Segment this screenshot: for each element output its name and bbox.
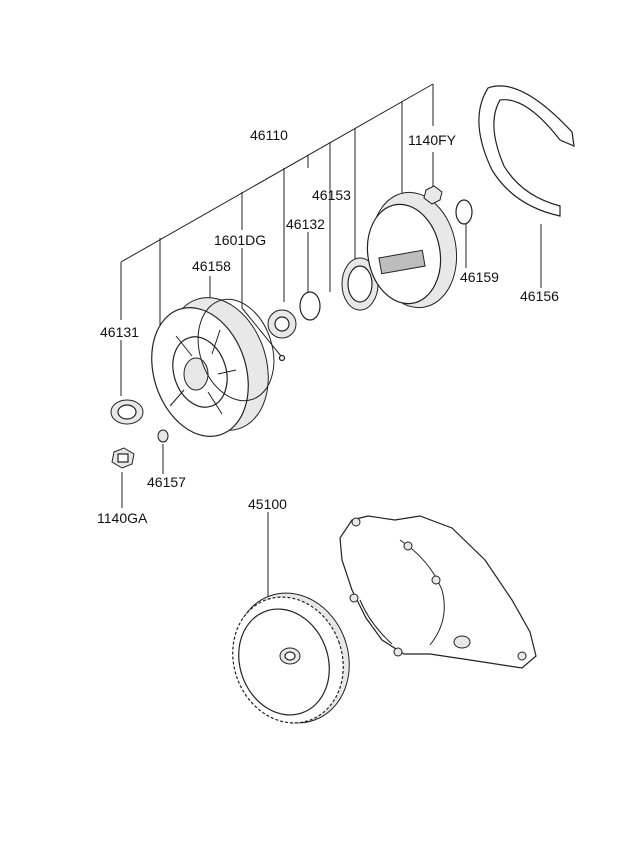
- pump-gear-set: [341, 257, 379, 311]
- label-46131: 46131: [100, 324, 139, 340]
- torque-converter: [232, 592, 350, 724]
- leader-lines: [120, 83, 542, 596]
- gasket-46156: [478, 85, 575, 217]
- label-46158: 46158: [192, 258, 231, 274]
- bolt-1140GA: [111, 447, 135, 469]
- oil-pump-body: [151, 297, 269, 437]
- label-46157: 46157: [147, 474, 186, 490]
- washer-46157: [157, 429, 169, 443]
- label-46159: 46159: [460, 269, 499, 285]
- label-1601DG: 1601DG: [214, 232, 266, 248]
- label-46156: 46156: [520, 288, 559, 304]
- label-1140GA: 1140GA: [97, 510, 148, 526]
- label-1140FY: 1140FY: [408, 132, 457, 148]
- gear-46132: [267, 309, 297, 339]
- converter-housing: [339, 515, 537, 669]
- label-46153: 46153: [312, 187, 351, 203]
- part-labels: 46110 1140FY 46153 46132 1601DG 46158 46…: [97, 127, 559, 526]
- ring-46153: [299, 291, 321, 321]
- label-45100: 45100: [248, 496, 287, 512]
- pump-cover: [366, 191, 458, 309]
- bolt-1140FY: [423, 185, 443, 205]
- seal-ring-46158: [197, 298, 275, 402]
- label-46110: 46110: [250, 127, 288, 143]
- ball-1601DG: [278, 354, 286, 362]
- o-ring-46159: [455, 199, 473, 225]
- label-46132: 46132: [286, 216, 325, 232]
